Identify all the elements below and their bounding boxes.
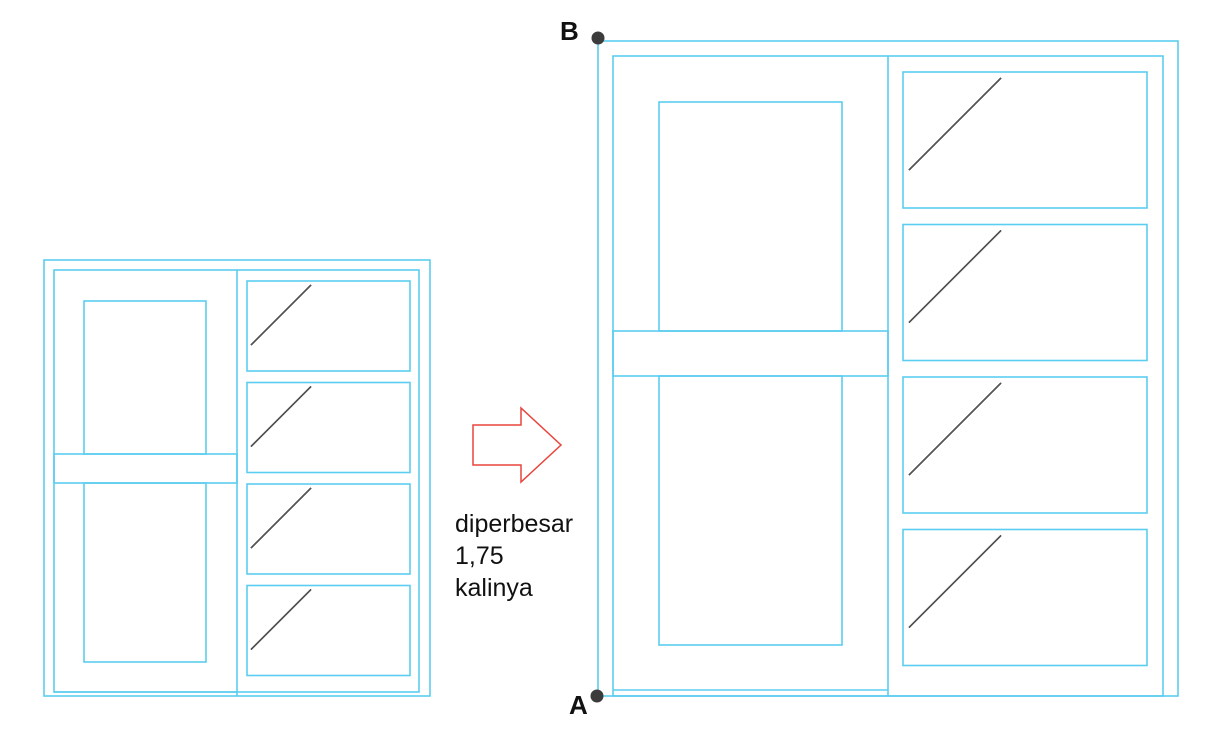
point-a-marker	[590, 689, 604, 703]
door-lower-panel	[658, 375, 843, 646]
door-rail	[612, 330, 889, 377]
glass-panel-1	[246, 280, 411, 372]
scale-caption: diperbesar 1,75 kalinya	[455, 508, 573, 604]
door-rail	[53, 453, 238, 484]
glass-hatch-line	[250, 487, 312, 549]
glass-panel-3	[246, 483, 411, 575]
caption-line-1: diperbesar	[455, 510, 574, 538]
door-lower-panel	[83, 482, 207, 663]
original-window	[43, 259, 431, 697]
glass-panel-4	[902, 528, 1148, 667]
glass-hatch-line	[908, 382, 1002, 476]
glass-panel-3	[902, 376, 1148, 514]
door-upper-panel	[83, 300, 207, 455]
glass-panel-1	[902, 71, 1148, 209]
glass-hatch-line	[908, 77, 1002, 171]
door-upper-panel	[658, 101, 843, 332]
glass-hatch-line	[908, 230, 1002, 323]
glass-panel-4	[246, 584, 411, 677]
point-a-label: A	[569, 690, 588, 720]
enlarged-window	[597, 40, 1179, 697]
glass-hatch-line	[250, 589, 312, 650]
caption-line-2: 1,75	[455, 542, 504, 570]
glass-panel-2	[902, 223, 1148, 362]
arrow-right-icon	[472, 406, 563, 484]
caption-line-3: kalinya	[455, 574, 533, 602]
glass-hatch-line	[250, 284, 312, 346]
glass-hatch-line	[908, 535, 1002, 628]
glass-hatch-line	[250, 386, 312, 447]
glass-panel-2	[246, 381, 411, 474]
point-b-label: B	[560, 16, 579, 46]
point-b-marker	[591, 31, 605, 45]
